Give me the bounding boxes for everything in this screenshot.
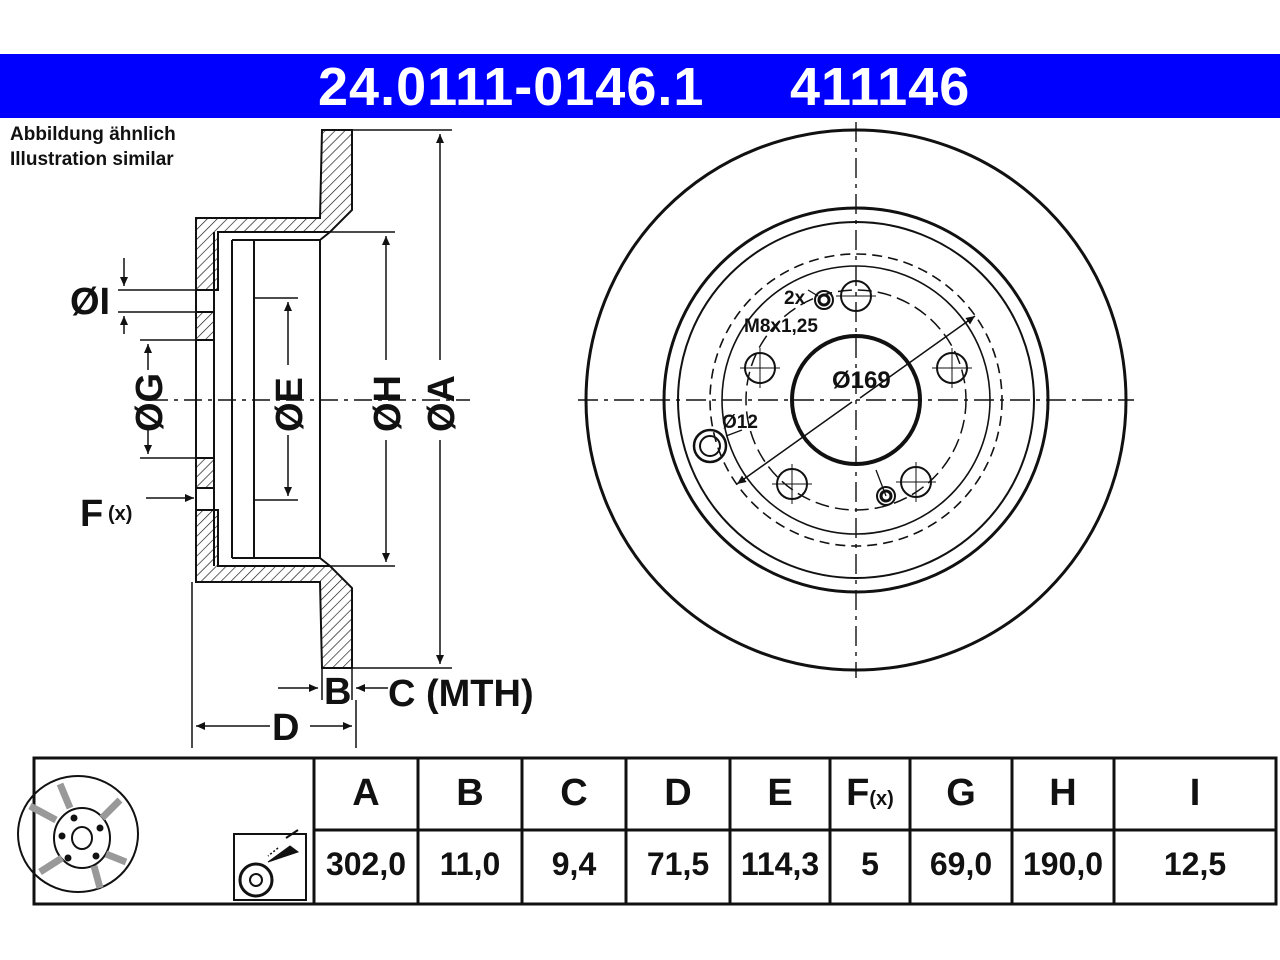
part-number: 24.0111-0146.1 [318, 57, 705, 117]
table-value-c: 9,4 [551, 846, 597, 882]
label-dim-e: ØE [269, 377, 311, 432]
table-header-h: H [1049, 772, 1077, 814]
label-thread-size: M8x1,25 [744, 316, 818, 337]
label-hole-dia: Ø12 [722, 412, 758, 433]
label-dim-i: ØI [70, 281, 110, 323]
side-dimension-lines [118, 129, 470, 748]
table-header-e: E [767, 772, 793, 814]
table-header-f: F(x) [830, 772, 910, 815]
label-dim-f: F [80, 493, 103, 535]
label-thread-count: 2x [784, 288, 806, 309]
table-header-i: I [1189, 772, 1201, 814]
short-number: 411146 [790, 57, 971, 117]
front-view [578, 122, 1134, 678]
label-dim-h: ØH [367, 375, 409, 432]
label-dim-d: D [272, 707, 299, 749]
table-header-f-sub: (x) [869, 788, 894, 810]
table-value-d: 71,5 [646, 846, 710, 882]
spec-table [32, 756, 1278, 906]
table-value-g: 69,0 [929, 846, 993, 882]
spray-coating-icon [233, 829, 307, 901]
header-bar [0, 54, 1280, 118]
side-section-view [195, 129, 353, 669]
table-value-f: 5 [861, 846, 879, 882]
note-english: Illustration similar [10, 149, 174, 170]
table-value-i: 12,5 [1163, 846, 1227, 882]
table-header-b: B [456, 772, 484, 814]
table-header-c: C [560, 772, 588, 814]
table-value-h: 190,0 [1022, 846, 1104, 882]
table-value-b: 11,0 [439, 846, 501, 882]
label-pcd: Ø169 [832, 367, 891, 394]
table-header-d: D [664, 772, 692, 814]
label-dim-a: ØA [421, 375, 463, 432]
label-dim-c: C (MTH) [388, 673, 534, 715]
label-dim-f-sub: (x) [108, 503, 132, 525]
table-value-e: 114,3 [740, 846, 820, 882]
label-dim-g: ØG [129, 373, 171, 432]
label-dim-b: B [324, 671, 351, 713]
table-header-f-letter: F [846, 772, 870, 814]
brake-disc-icon [17, 775, 139, 893]
table-header-g: G [946, 772, 976, 814]
table-header-a: A [352, 772, 380, 814]
note-german: Abbildung ähnlich [10, 124, 176, 145]
table-value-a: 302,0 [325, 846, 407, 882]
